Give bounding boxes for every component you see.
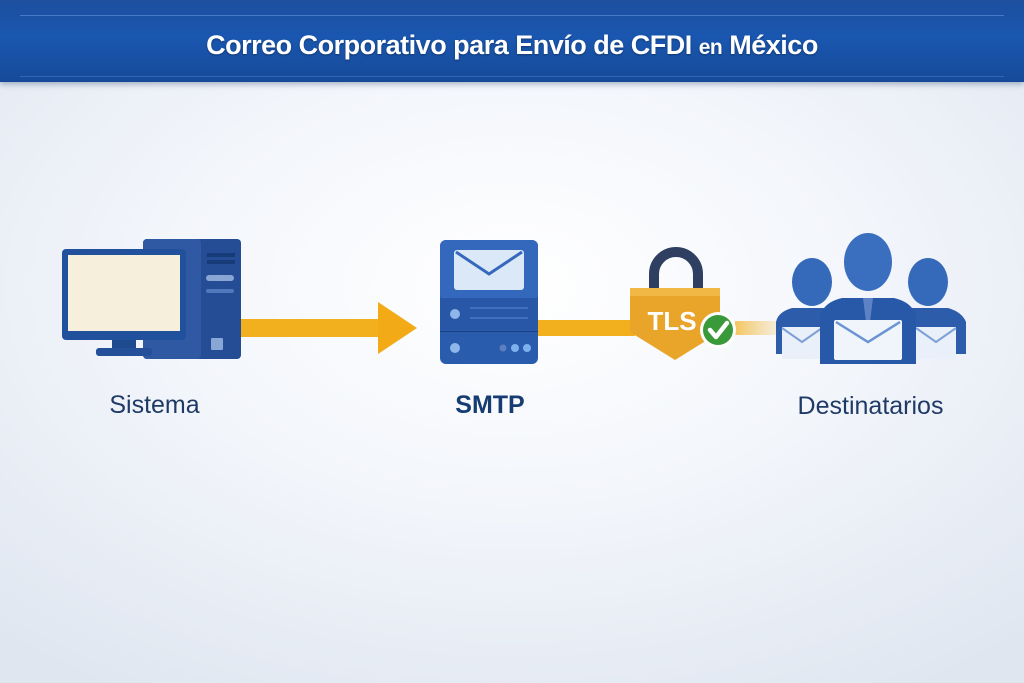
node-sistema: Sistema [62,238,247,419]
recipients-group-icon [776,233,966,364]
node-smtp: SMTP [440,240,540,419]
title-end: México [729,30,818,60]
line-smtp-tls [535,320,635,336]
mail-server-icon [440,240,538,364]
node-tls: TLS [626,246,741,361]
desktop-computer-icon [62,239,241,359]
green-check-icon [700,312,736,348]
page-title: Correo Corporativo para Envío de CFDI en… [0,30,1024,61]
title-main: Correo Corporativo para Envío de CFDI [206,30,692,60]
tls-text: TLS [647,306,696,336]
title-small: en [698,36,723,59]
label-sistema: Sistema [109,391,200,419]
node-destinatarios: Destinatarios [768,232,973,420]
label-smtp: SMTP [455,391,525,419]
label-destinatarios: Destinatarios [797,392,944,420]
padlock-shield-icon: TLS [630,247,736,360]
arrow-sistema-smtp [238,302,417,354]
header-banner: Correo Corporativo para Envío de CFDI en… [0,0,1024,82]
person-icon [820,233,916,364]
